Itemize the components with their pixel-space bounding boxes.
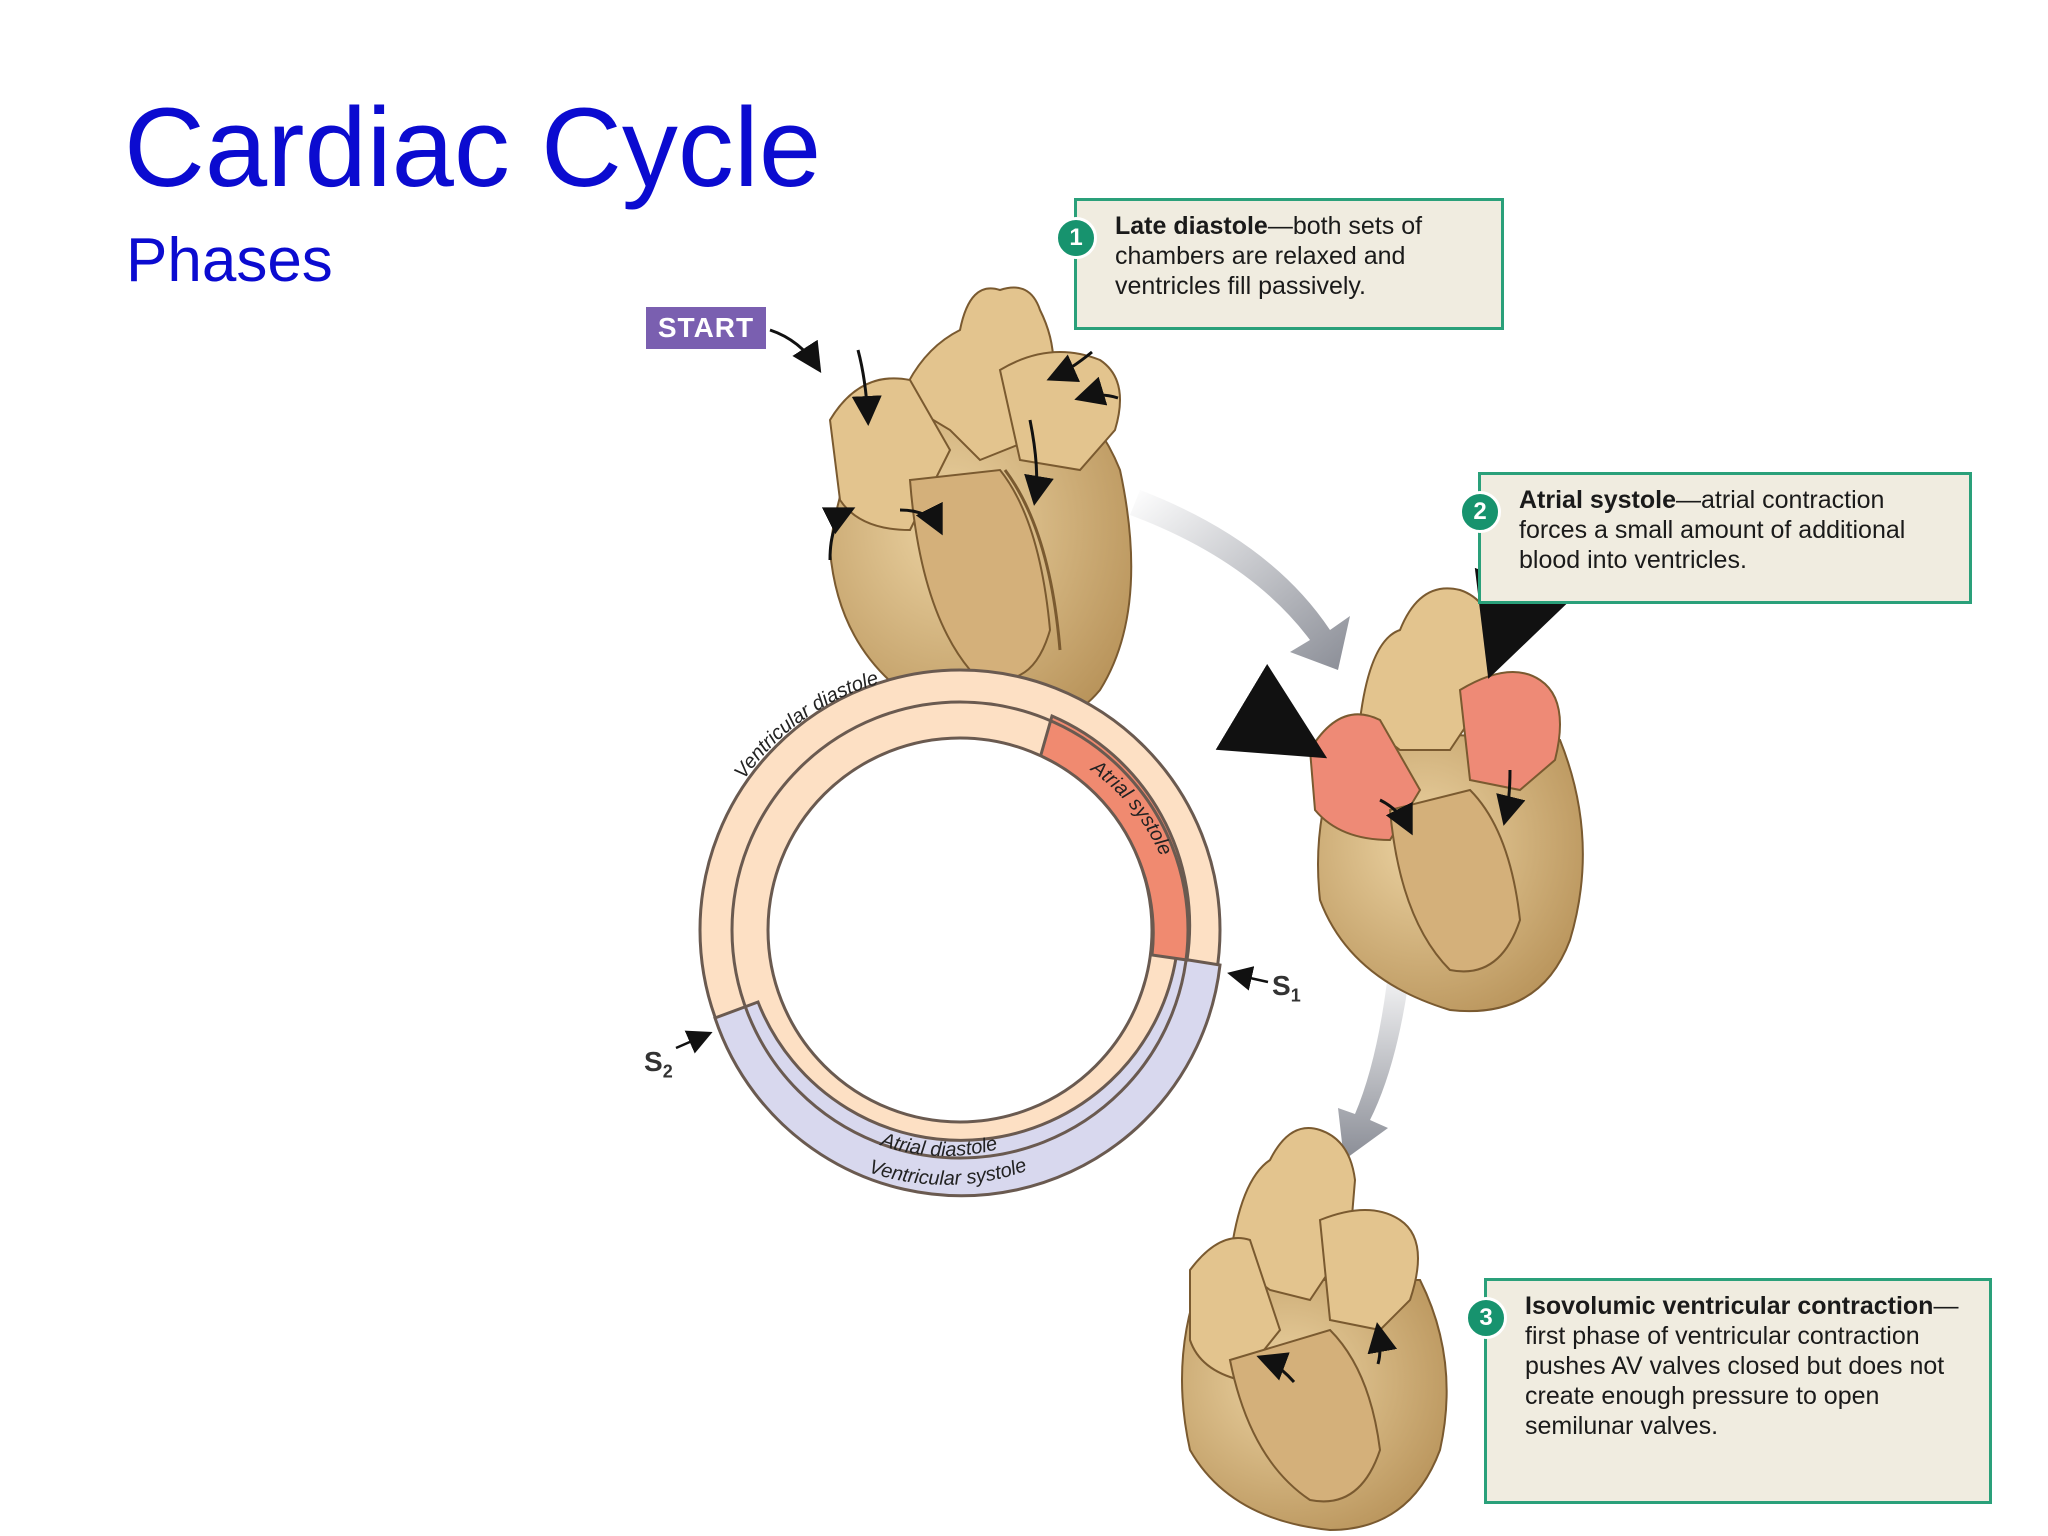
cycle-ring: Ventricular diastole Atrial systole Atri… (675, 667, 1269, 1198)
step-2-callout: 2 Atrial systole—atrial contraction forc… (1459, 472, 1972, 604)
step-3-heading: Isovolumic ventricular contraction (1525, 1292, 1934, 1320)
s2-sub: 2 (662, 1061, 673, 1082)
step-1-heading: Late diastole (1115, 212, 1268, 240)
step-1-callout: 1 Late diastole—both sets of chambers ar… (1055, 198, 1504, 330)
flow-arrow-1 (1130, 490, 1350, 670)
s2-label: S2 (644, 1046, 673, 1083)
flow-arrow-2 (1338, 955, 1412, 1160)
step-2-text: —atrial contraction forces a small amoun… (1519, 486, 1906, 574)
step-2-heading: Atrial systole (1519, 486, 1677, 514)
heart-late-diastole (821, 286, 1133, 731)
ventricular-systole-band (713, 956, 1222, 1198)
s1-letter: S (1272, 970, 1291, 1001)
step-1-text: —both sets of chambers are relaxed and v… (1115, 212, 1423, 300)
page-subtitle: Phases (126, 226, 333, 295)
heart-isovolumic-contraction (1181, 1127, 1448, 1532)
step-2-number-badge: 2 (1459, 491, 1501, 533)
start-arrow (769, 328, 822, 374)
page-title: Cardiac Cycle (124, 85, 822, 210)
s2-arrow (675, 1030, 713, 1054)
s2-letter: S (644, 1046, 663, 1077)
step-3-callout: 3 Isovolumic ventricular contraction—fir… (1465, 1278, 1992, 1504)
s1-sub: 1 (1290, 985, 1301, 1006)
s1-label: S1 (1272, 970, 1301, 1007)
step-1-number-badge: 1 (1055, 217, 1097, 259)
step-3-text: —first phase of ventricular contraction … (1525, 1292, 1959, 1440)
s1-arrow (1227, 966, 1269, 991)
start-label: START (646, 307, 766, 349)
step-3-number-badge: 3 (1465, 1297, 1507, 1339)
heart-atrial-systole (1215, 567, 1584, 1013)
